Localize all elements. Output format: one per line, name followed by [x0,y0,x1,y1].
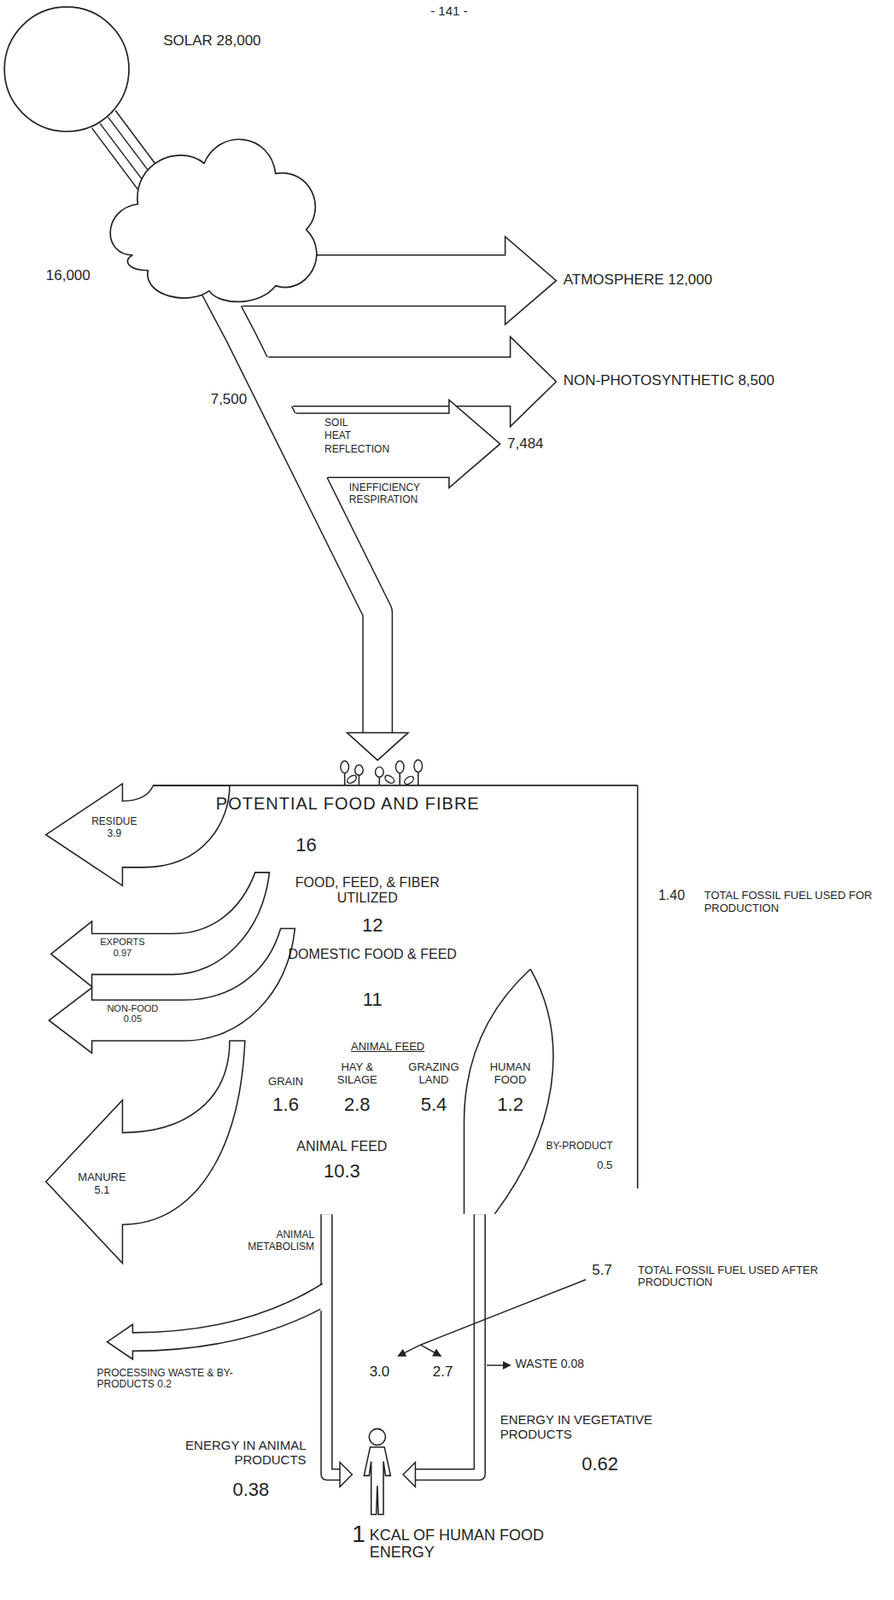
product-value: 0.62 [581,1454,633,1476]
result-label: KCAL OF HUMAN FOOD ENERGY [369,1526,605,1561]
flow-arrow [326,1214,352,1487]
arrowhead [403,1462,415,1488]
fuel-label: TOTAL FOSSIL FUEL USED FOR PRODUCTION [704,889,887,915]
loss-part-label: SOIL [324,417,407,429]
flow-band-outline [414,1214,480,1475]
value-number: 5.4 [408,1094,460,1117]
product-value: 0.38 [233,1479,285,1502]
value-number: 0.5 [596,1159,630,1173]
stage-heading: POTENTIAL FOOD AND FIBRE [204,794,480,813]
flow-value: 7,500 [202,391,248,408]
group-heading: ANIMAL FEED [331,1040,444,1054]
flow-arrow [403,1214,480,1487]
value-number: 1.6 [260,1094,312,1117]
outflow-label: NON-FOOD 0.05 [104,1003,162,1025]
loss-part-label: REFLECTION [324,444,407,456]
outflow-arrows [46,783,328,1360]
stage-heading: FOOD, FEED, & FIBER UTILIZED [265,875,470,906]
flow-band-fill [414,1214,480,1475]
human-figure: 1KCAL OF HUMAN FOOD ENERGY [351,1426,404,1517]
stage-heading: DOMESTIC FOOD & FEED [286,946,460,963]
fossil-fuel-arrows [397,1279,586,1366]
flow-value: 16,000 [46,267,129,284]
value-number: 2.8 [331,1094,383,1117]
flow-label: BY-PRODUCT [545,1140,628,1152]
arrowhead [346,732,409,760]
fuel-value: 1.40 [658,888,705,904]
feed-label: HAY & SILAGE [325,1061,389,1087]
solar-total-label: SOLAR 28,000 [163,32,337,49]
outflow-label: RESIDUE 3.9 [83,816,146,840]
value-number: 11 [341,989,404,1011]
loss-value: 7,484 [507,435,569,452]
sun-circle: SOLAR 28,000 [3,5,130,133]
human-figure-outline [351,1426,404,1517]
product-label: ENERGY IN ANIMAL PRODUCTS [111,1438,306,1468]
feed-label: GRAIN [255,1075,317,1089]
product-label: ENERGY IN VEGETATIVE PRODUCTS [500,1413,690,1443]
fuel-value: 2.7 [432,1363,464,1380]
stage-heading: ANIMAL FEED [275,1139,409,1155]
sun-circle-outline [3,5,130,133]
value-number: 1.2 [484,1094,537,1117]
process-label: ANIMAL METABOLISM [233,1229,316,1253]
flow-band-outline [326,1214,340,1475]
feed-label: HUMAN FOOD [480,1061,540,1087]
loss-part-label: HEAT [324,430,407,442]
outflow-label: PROCESSING WASTE & BY-PRODUCTS 0.2 [97,1367,261,1391]
value-number: 16 [275,835,338,857]
outflow-label: EXPORTS 0.97 [93,936,152,959]
feed-label: GRAZING LAND [402,1061,466,1087]
cloud [110,139,317,302]
outflow-label: MANURE 5.1 [73,1171,131,1197]
loss-label: ATMOSPHERE 12,000 [563,271,768,288]
flow-box: POTENTIAL FOOD AND FIBRE 16FOOD, FEED, & … [152,759,654,1215]
fuel-value: 5.7 [591,1262,633,1279]
outflow-label: WASTE 0.08 [515,1357,628,1372]
fuel-value: 3.0 [369,1363,401,1380]
value-number: 10.3 [306,1161,379,1183]
loss-label: NON-PHOTOSYNTHETIC 8,500 [563,372,809,389]
loss-part-label: INEFFICIENCY RESPIRATION [349,482,447,506]
result-number: 1 [351,1520,373,1548]
fuel-label: TOTAL FOSSIL FUEL USED AFTER PRODUCTION [637,1264,853,1290]
flow-band-fill [326,1214,340,1475]
page-number: - 141 - [403,4,496,19]
value-number: 12 [341,915,404,937]
arrowhead [339,1462,352,1488]
